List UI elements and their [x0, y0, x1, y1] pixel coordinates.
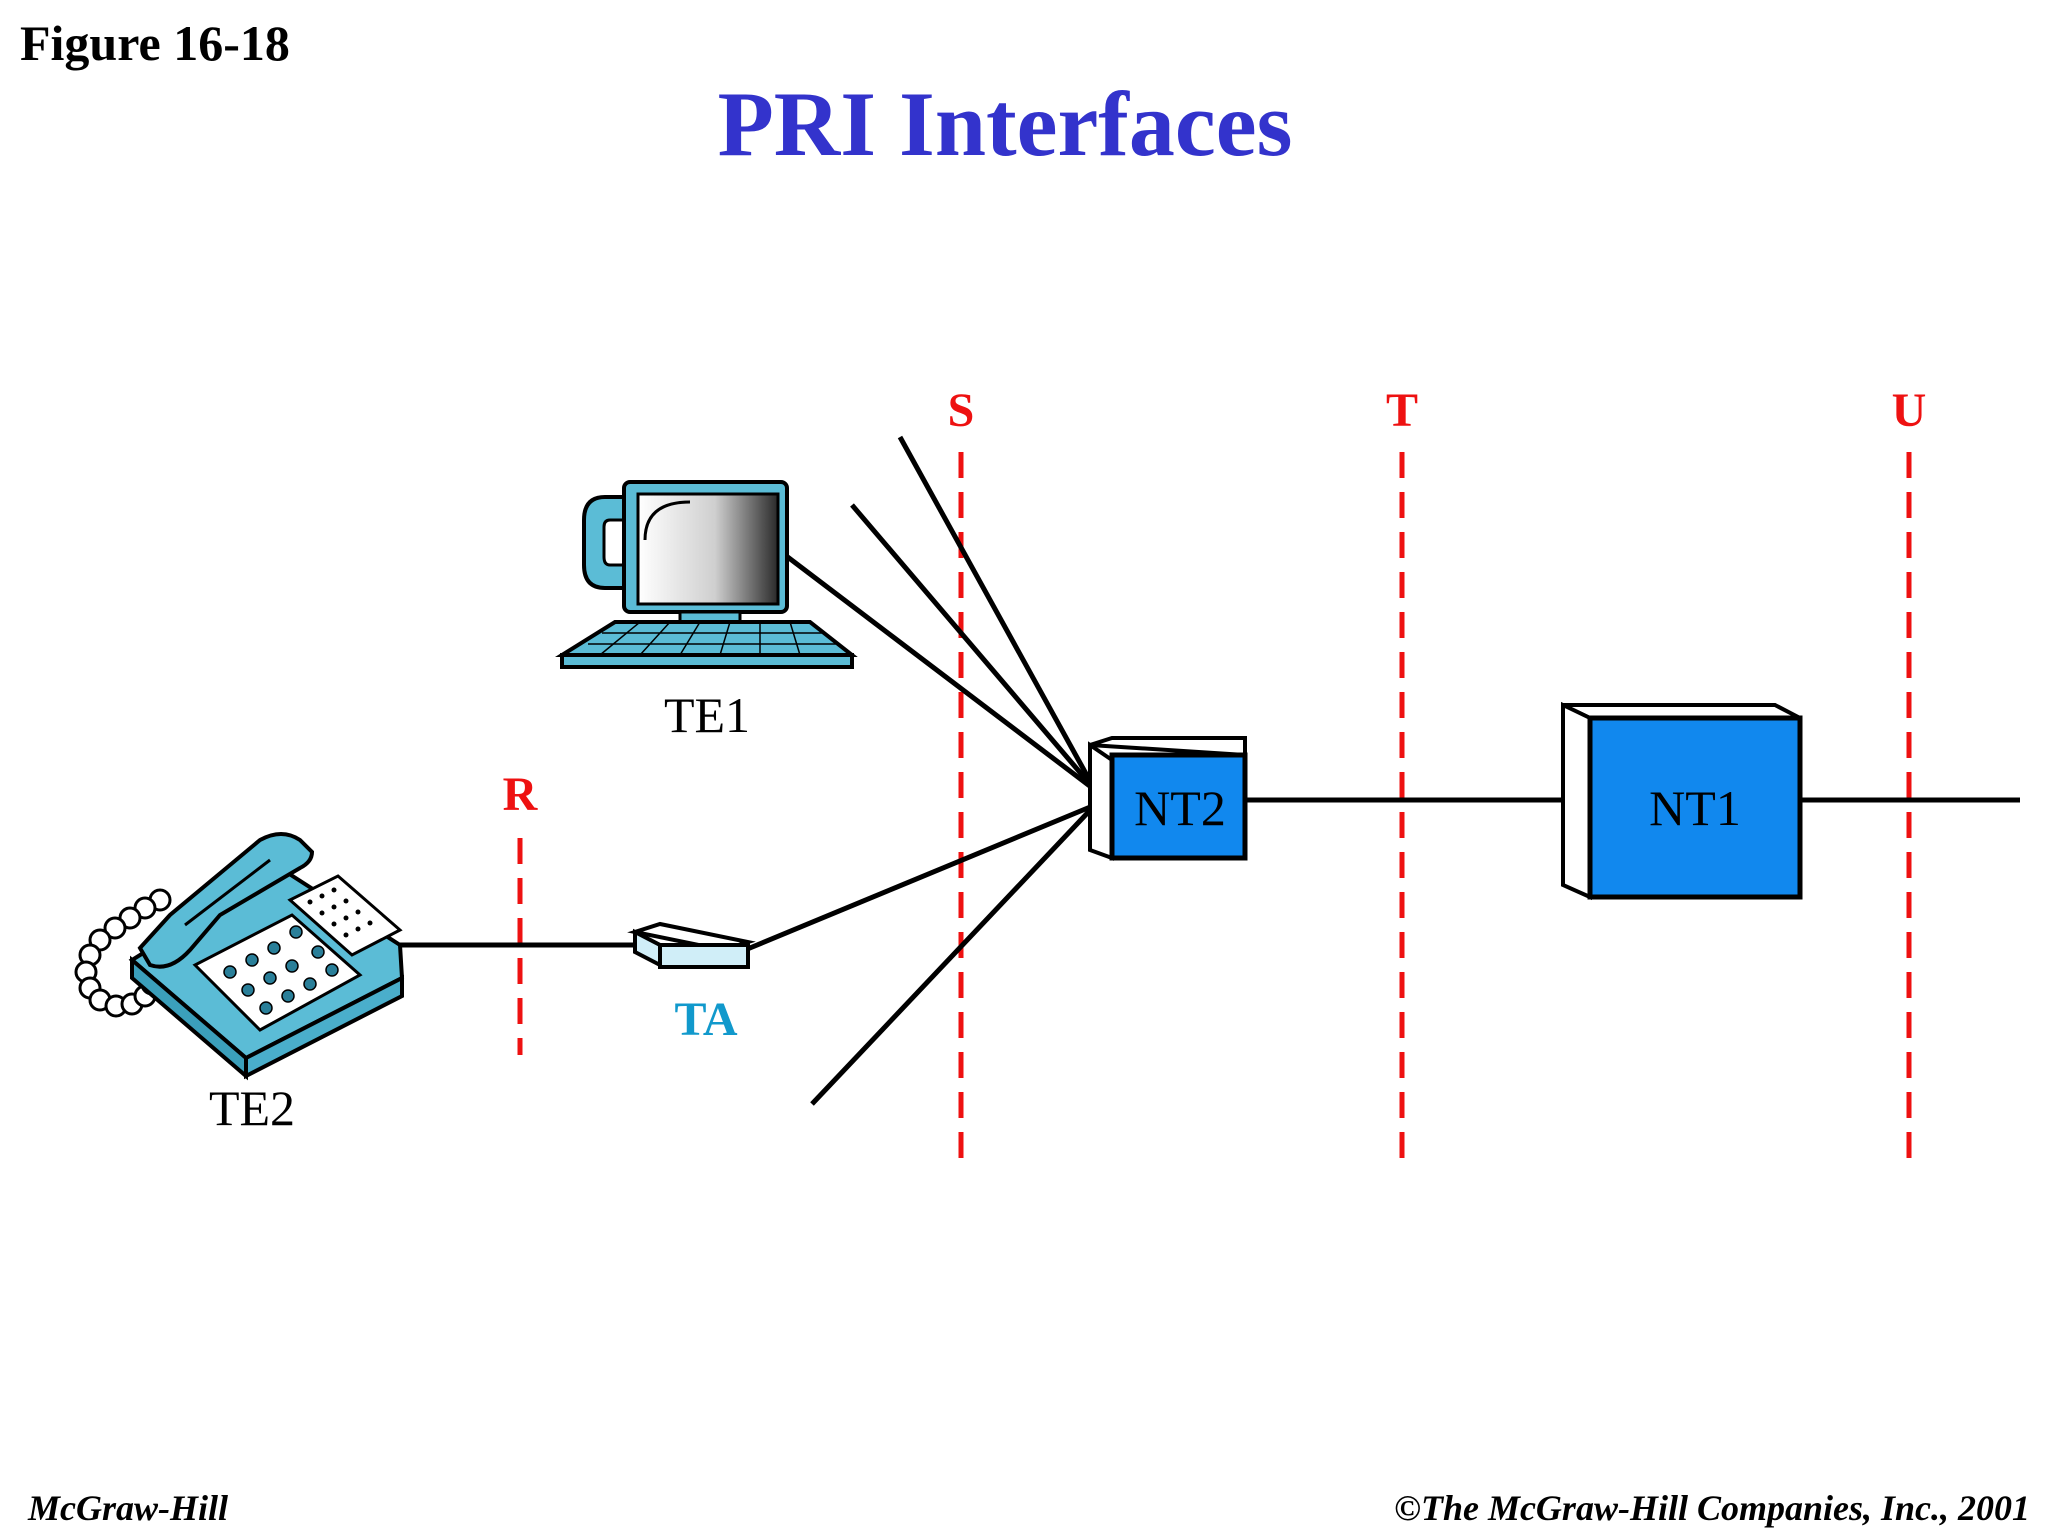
reference-label-s: S	[948, 384, 975, 437]
link-fan-1	[897, 435, 1098, 792]
nt2-label: NT2	[1134, 780, 1226, 836]
reference-label-r: R	[503, 768, 539, 821]
connection-lines	[400, 435, 2020, 1106]
telephone-icon	[74, 832, 405, 1081]
reference-label-t: T	[1386, 384, 1418, 437]
te2-label: TE2	[209, 1080, 295, 1136]
ta-label: TA	[674, 993, 737, 1046]
footer-publisher: McGraw-Hill	[27, 1488, 228, 1528]
link-ta-nt2	[744, 802, 1096, 953]
link-fan-2	[850, 503, 1097, 792]
page-title: PRI Interfaces	[718, 73, 1293, 175]
computer-icon	[555, 480, 858, 669]
reference-label-u: U	[1892, 384, 1927, 437]
nt2-box	[1088, 736, 1248, 861]
link-fan-4	[810, 803, 1097, 1106]
link-te1-nt2	[783, 553, 1097, 792]
nt1-label: NT1	[1649, 780, 1741, 836]
te1-label: TE1	[664, 687, 750, 743]
footer-copyright: ©The McGraw-Hill Companies, Inc., 2001	[1394, 1488, 2030, 1528]
reference-lines	[517, 452, 1912, 1170]
terminal-adapter-icon	[627, 921, 756, 969]
nt1-box	[1561, 701, 1803, 901]
figure-label: Figure 16-18	[20, 15, 290, 71]
